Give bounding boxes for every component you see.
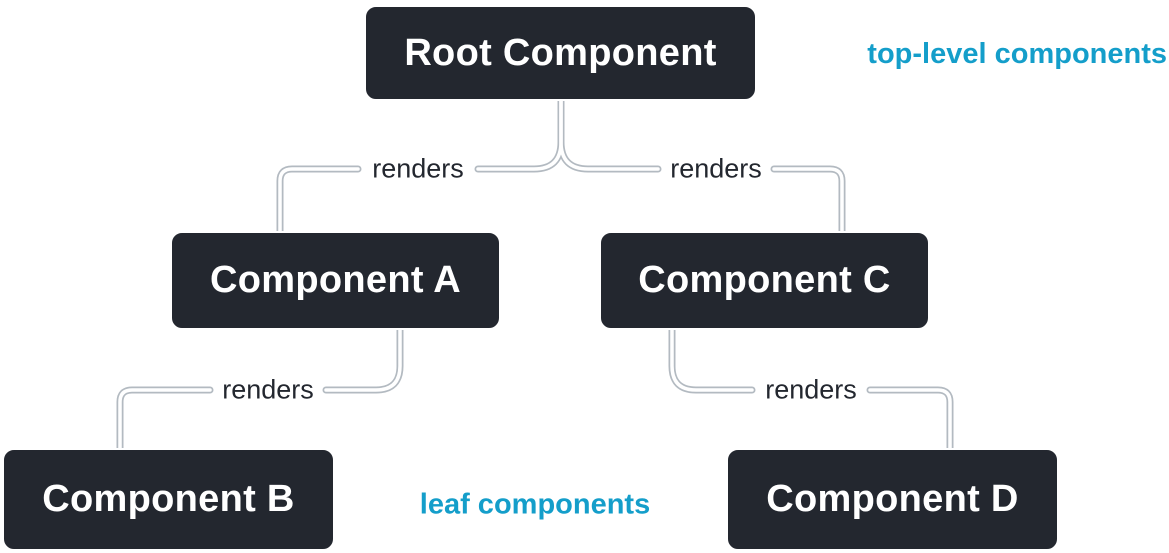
edge-c-d-near-outline xyxy=(668,326,756,394)
edge-root-a-far-line xyxy=(278,167,360,233)
edge-label-c-d: renders xyxy=(765,374,857,405)
edge-label-root-a: renders xyxy=(372,153,464,184)
node-component-b-label: Component B xyxy=(42,478,295,520)
edge-a-b-near-outline xyxy=(322,326,404,394)
node-component-a-label: Component A xyxy=(210,259,461,301)
edge-a-b-near-line xyxy=(324,328,402,392)
node-root-component-label: Root Component xyxy=(404,31,717,74)
edge-root-c-near-outline xyxy=(557,97,662,173)
node-component-c: Component C xyxy=(599,231,930,330)
edge-root-c-near-line xyxy=(559,99,660,171)
node-component-d-label: Component D xyxy=(766,478,1019,520)
edge-label-a-b: renders xyxy=(222,374,314,405)
edge-root-c-far-outline xyxy=(770,165,846,235)
annotation-top-level-components: top-level components xyxy=(867,38,1167,70)
edge-root-a-near-outline xyxy=(474,97,565,173)
node-root-component: Root Component xyxy=(364,5,757,101)
node-component-a: Component A xyxy=(170,231,501,330)
annotation-leaf-components: leaf components xyxy=(419,488,651,521)
edge-label-root-c: renders xyxy=(670,153,762,184)
edge-c-d-far-outline xyxy=(866,386,954,452)
edge-root-c-far-line xyxy=(772,167,844,233)
edge-c-d-near-line xyxy=(670,328,754,392)
node-component-b: Component B xyxy=(2,448,335,551)
edge-a-b-far-line xyxy=(118,388,212,450)
edge-cores xyxy=(118,99,952,450)
edge-root-a-near-line xyxy=(476,99,563,171)
node-component-c-label: Component C xyxy=(638,259,891,301)
node-component-d: Component D xyxy=(726,448,1059,551)
edge-a-b-far-outline xyxy=(116,386,214,452)
edge-c-d-far-line xyxy=(868,388,952,450)
edge-root-a-far-outline xyxy=(276,165,362,235)
